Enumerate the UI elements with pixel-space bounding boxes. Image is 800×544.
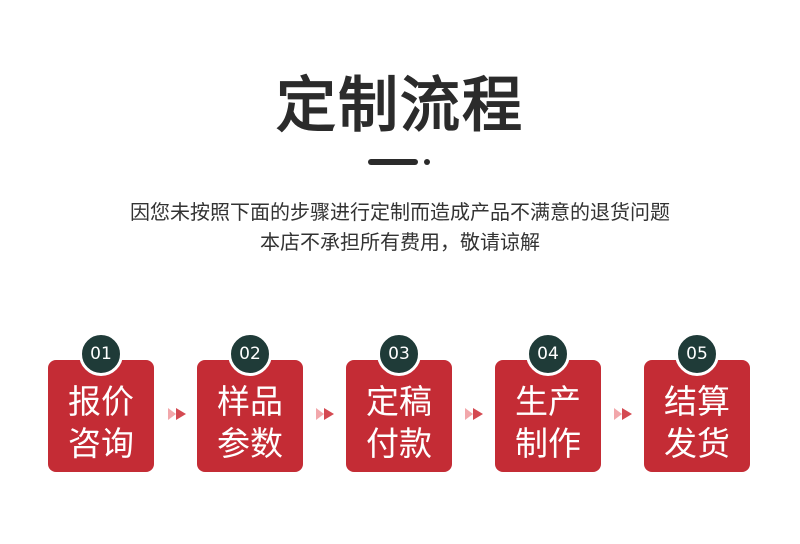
double-chevron-right-icon bbox=[316, 408, 334, 420]
step-card bbox=[644, 360, 750, 472]
page-title: 定制流程 bbox=[276, 71, 524, 141]
description-line-2: 本店不承担所有费用，敬请谅解 bbox=[260, 230, 540, 254]
underline-dot bbox=[424, 159, 430, 165]
step-05: 05 结算 发货 bbox=[644, 332, 750, 472]
step-label-line-1: 定稿 bbox=[366, 382, 432, 421]
description-line-1: 因您未按照下面的步骤进行定制而造成产品不满意的退货问题 bbox=[130, 200, 670, 224]
step-number-badge: 04 bbox=[526, 332, 570, 376]
step-03: 03 定稿 付款 bbox=[346, 332, 452, 472]
step-label-line-1: 报价 bbox=[68, 382, 134, 421]
step-card bbox=[346, 360, 452, 472]
step-card bbox=[495, 360, 601, 472]
step-label-line-2: 制作 bbox=[515, 424, 581, 463]
underline-bar bbox=[368, 159, 418, 165]
step-number-badge: 01 bbox=[79, 332, 123, 376]
step-02: 02 样品 参数 bbox=[197, 332, 303, 472]
double-chevron-right-icon bbox=[614, 408, 632, 420]
step-card bbox=[197, 360, 303, 472]
step-label-line-2: 发货 bbox=[664, 424, 730, 463]
step-label-line-2: 参数 bbox=[217, 424, 283, 463]
step-number-badge: 02 bbox=[228, 332, 272, 376]
step-number-badge: 03 bbox=[377, 332, 421, 376]
step-label-line-2: 付款 bbox=[366, 424, 432, 463]
step-label-line-1: 生产 bbox=[515, 382, 581, 421]
step-label-line-1: 样品 bbox=[217, 382, 283, 421]
step-card bbox=[48, 360, 154, 472]
step-01: 01 报价 咨询 bbox=[48, 332, 154, 472]
step-label-line-1: 结算 bbox=[664, 382, 730, 421]
step-label-line-2: 咨询 bbox=[68, 424, 134, 463]
title-underline bbox=[368, 158, 430, 166]
double-chevron-right-icon bbox=[465, 408, 483, 420]
double-chevron-right-icon bbox=[168, 408, 186, 420]
step-04: 04 生产 制作 bbox=[495, 332, 601, 472]
step-number-badge: 05 bbox=[675, 332, 719, 376]
